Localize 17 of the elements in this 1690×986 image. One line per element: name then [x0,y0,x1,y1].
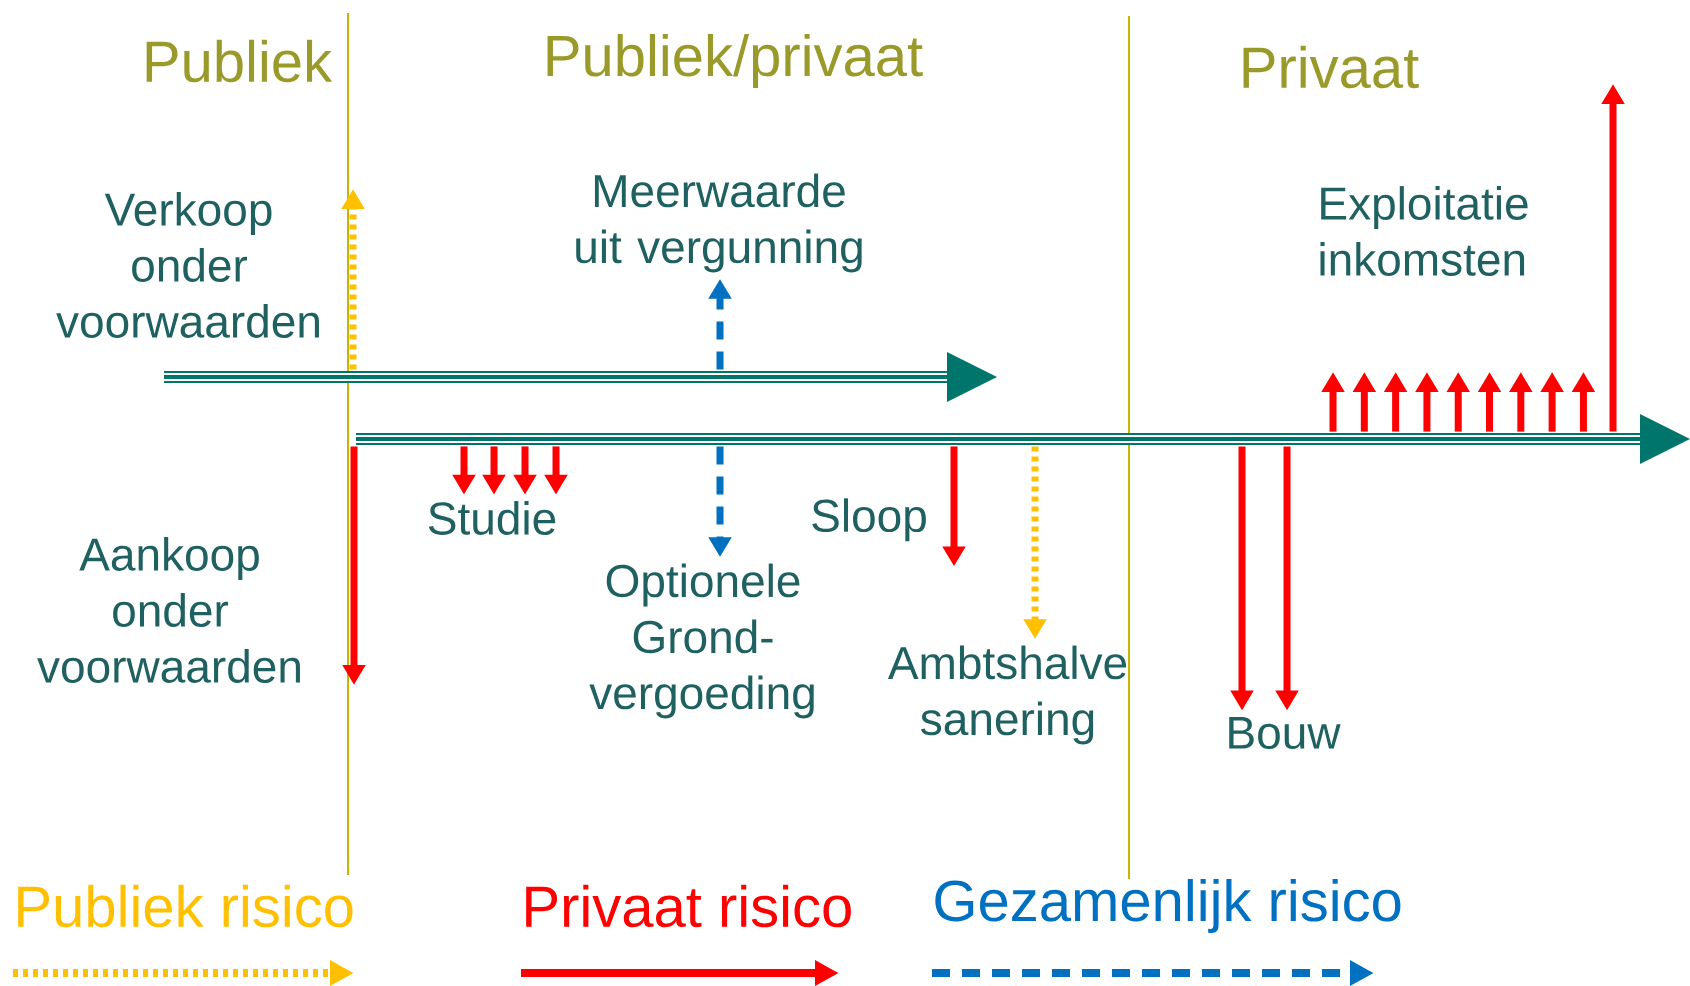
flow-label: Ambtshalve sanering [887,645,1127,745]
column-heading: Privaat [1243,45,1419,89]
annotation-text: Verkoop onder voorwaarden [56,192,319,338]
flow-label: Studie [428,501,556,535]
flow-label: Optionele Grond- vergoeding [589,563,814,719]
legend-label: Gezamenlijk risico [935,879,1401,934]
flow-label: Meerwaarde uit vergunning [576,173,862,273]
annotation-text: Aankoop onder voorwaarden [37,537,300,683]
timeline-arrow [356,414,1690,464]
legend-label: Publiek risico [18,884,353,928]
timeline-arrow [164,352,997,402]
flow-label: Bouw [1229,716,1341,750]
legend-label: Privaat risico [526,884,851,928]
annotation-text: Exploitatie inkomsten [1320,186,1528,276]
column-heading: Publiek [146,39,333,83]
column-heading: Publiek/privaat [547,33,923,89]
flow-label: Sloop [812,498,926,542]
